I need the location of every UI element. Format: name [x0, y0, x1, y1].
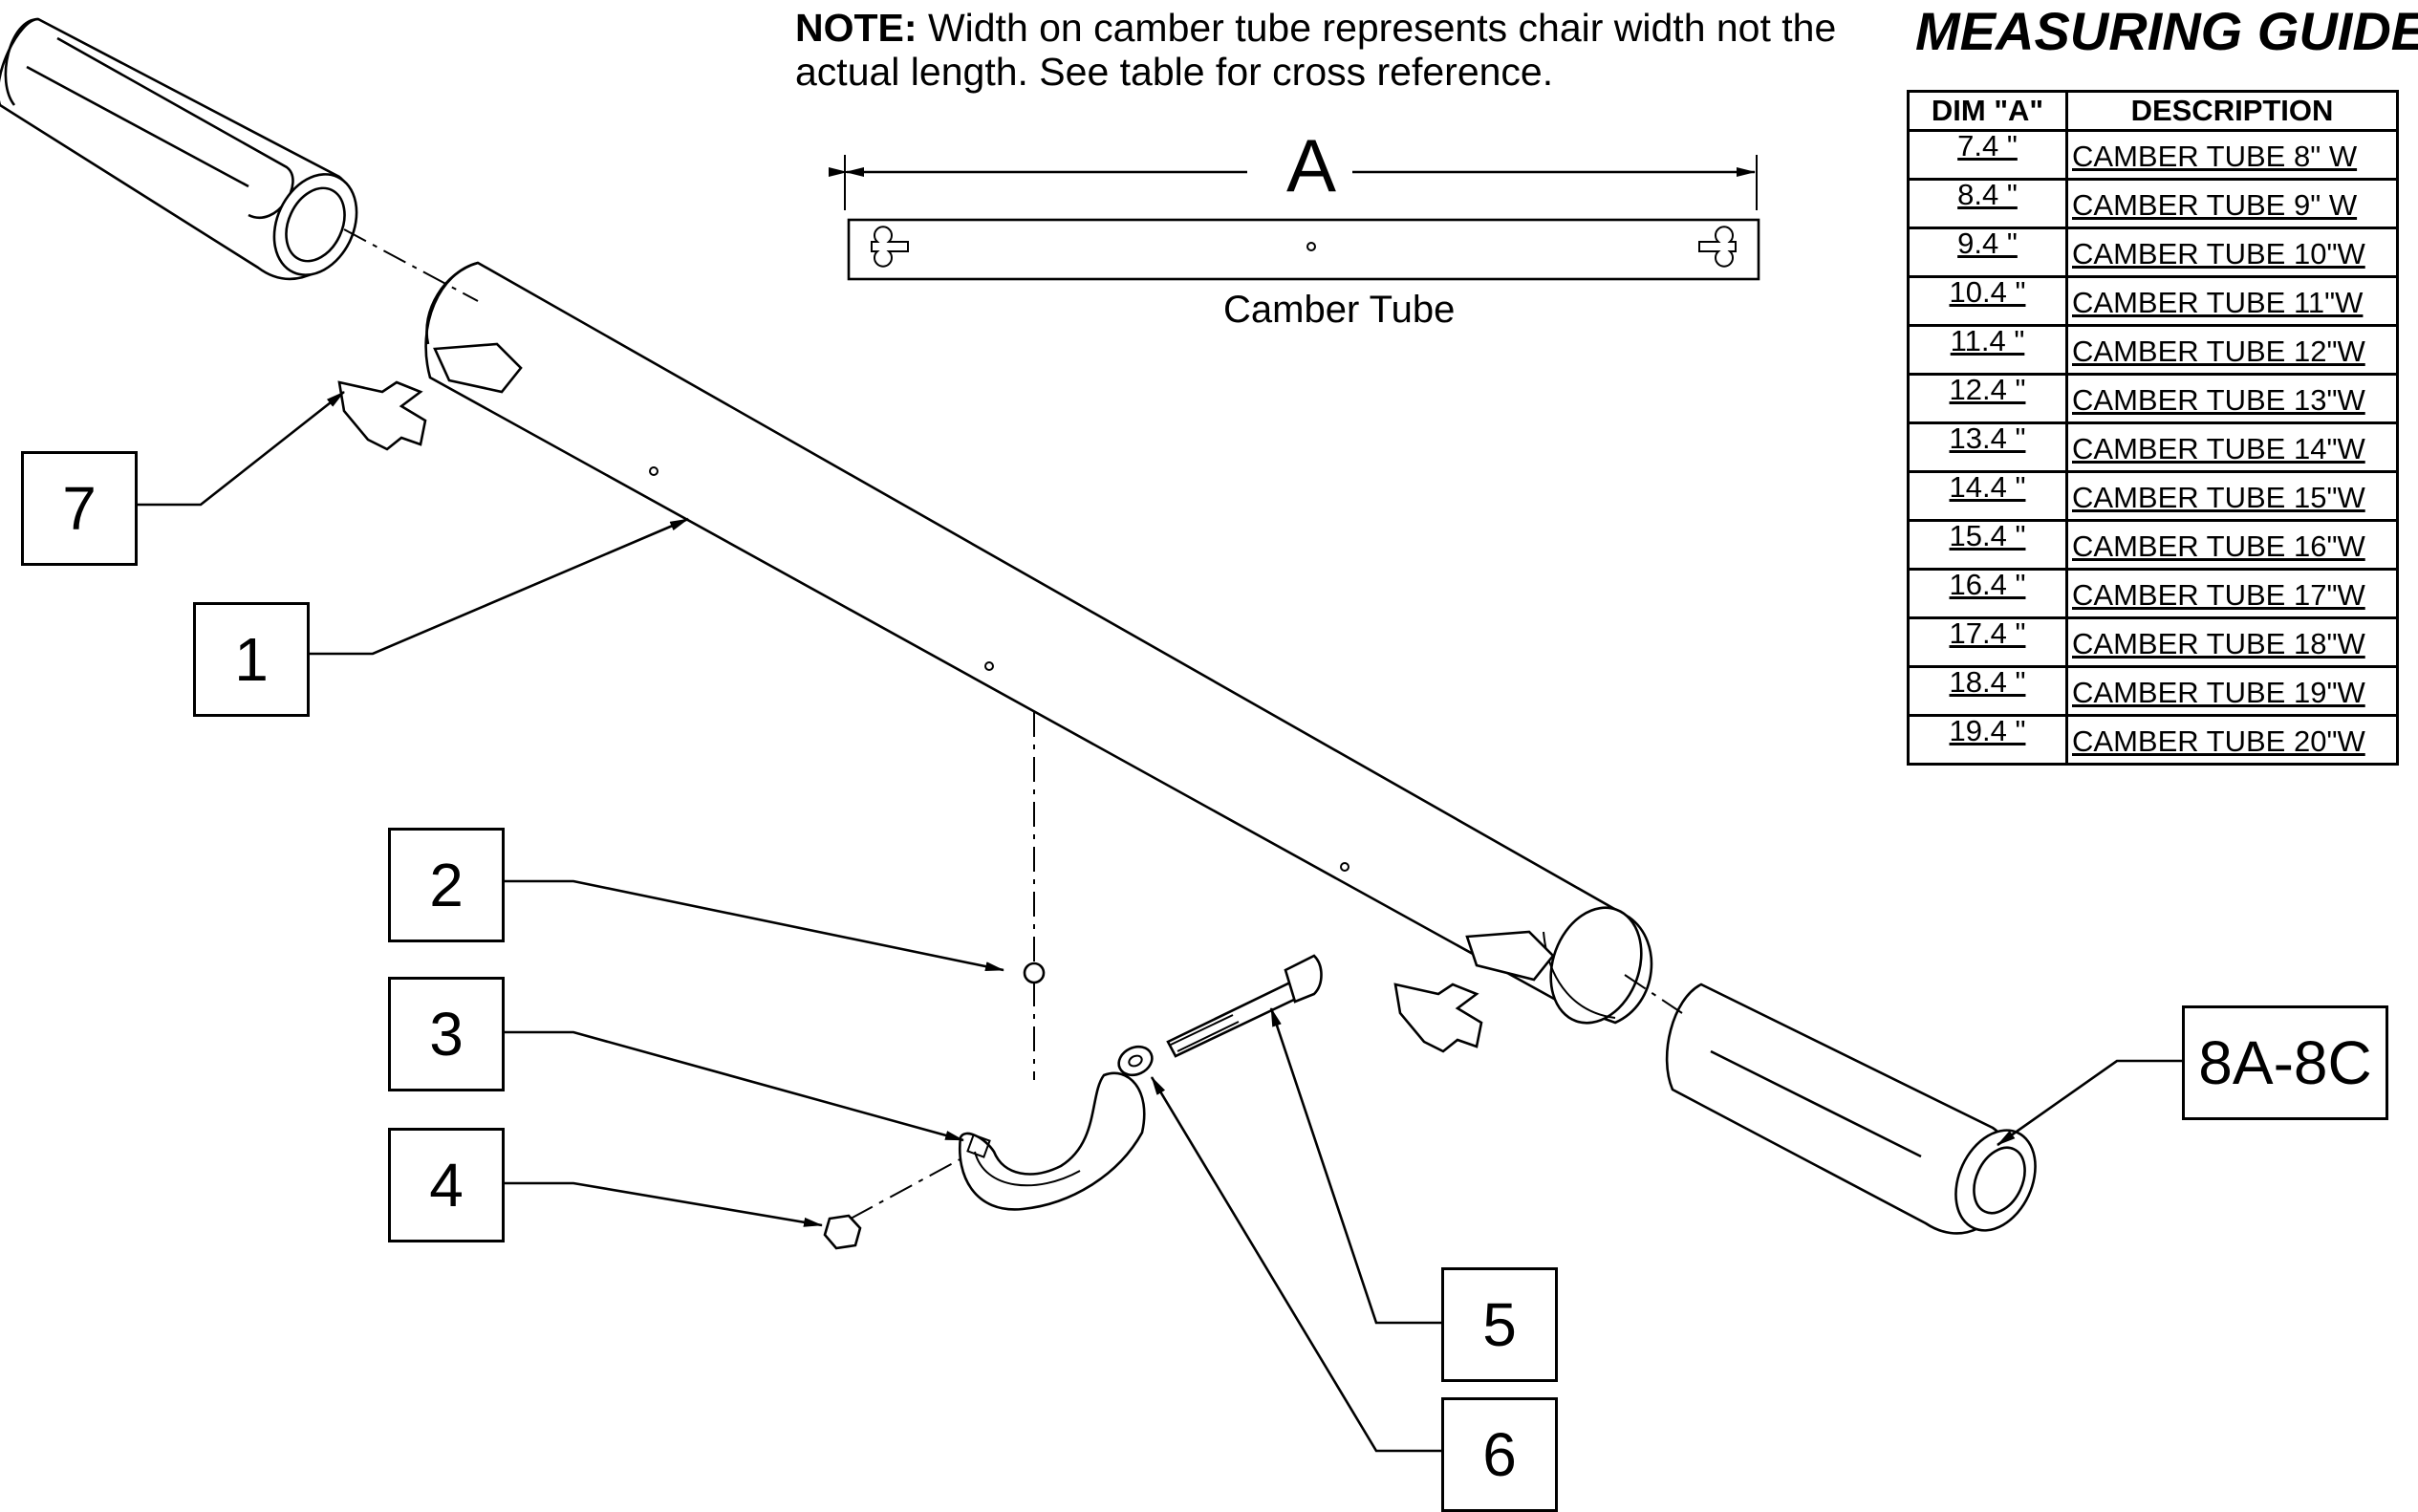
leader-lines: [134, 390, 2182, 1453]
table-row: 9.4 "CAMBER TUBE 10"W: [1907, 227, 2399, 278]
description-cell: CAMBER TUBE 19"W: [2065, 665, 2399, 717]
dim-cell: 12.4 ": [1907, 373, 2068, 424]
main-camber-tube: [424, 261, 1653, 1025]
measuring-guide-table: DIM "A" DESCRIPTION 7.4 "CAMBER TUBE 8" …: [1907, 90, 2399, 766]
callout-3: 3: [388, 977, 505, 1091]
note-text: NOTE: Width on camber tube represents ch…: [795, 6, 1866, 94]
washer-part-6: [1117, 1045, 1154, 1077]
description-cell: CAMBER TUBE 16"W: [2065, 519, 2399, 571]
description-cell: CAMBER TUBE 14"W: [2065, 421, 2399, 473]
table-row: 18.4 "CAMBER TUBE 19"W: [1907, 665, 2399, 717]
dim-cell: 8.4 ": [1907, 178, 2068, 229]
callout-5: 5: [1441, 1267, 1558, 1382]
dim-cell: 17.4 ": [1907, 616, 2068, 668]
clip-part-lower: [1393, 983, 1483, 1053]
keyhole-slot-right: [1698, 226, 1737, 268]
camber-tube-flat-view: [847, 218, 1760, 281]
description-cell: CAMBER TUBE 18"W: [2065, 616, 2399, 668]
table-row: 15.4 "CAMBER TUBE 16"W: [1907, 519, 2399, 571]
dim-cell: 7.4 ": [1907, 129, 2068, 181]
description-cell: CAMBER TUBE 13"W: [2065, 373, 2399, 424]
dimension-a-diagram: [829, 155, 1760, 281]
dim-cell: 18.4 ": [1907, 665, 2068, 717]
dim-cell: 14.4 ": [1907, 470, 2068, 522]
description-cell: CAMBER TUBE 12"W: [2065, 324, 2399, 376]
callout-2: 2: [388, 828, 505, 942]
camber-tube-caption: Camber Tube: [1223, 289, 1456, 331]
table-row: 19.4 "CAMBER TUBE 20"W: [1907, 714, 2399, 766]
table-row: 12.4 "CAMBER TUBE 13"W: [1907, 373, 2399, 424]
callout-7: 7: [21, 451, 138, 566]
description-cell: CAMBER TUBE 10"W: [2065, 227, 2399, 278]
bolt-part-5: [1166, 954, 1323, 1058]
description-cell: CAMBER TUBE 9" W: [2065, 178, 2399, 229]
measuring-guide-title: MEASURING GUIDE: [1915, 1, 2418, 61]
table-row: 10.4 "CAMBER TUBE 11"W: [1907, 275, 2399, 327]
top-left-insert: [0, 17, 358, 281]
dim-cell: 10.4 ": [1907, 275, 2068, 327]
table-row: 17.4 "CAMBER TUBE 18"W: [1907, 616, 2399, 668]
dim-cell: 11.4 ": [1907, 324, 2068, 376]
table-row: 11.4 "CAMBER TUBE 12"W: [1907, 324, 2399, 376]
description-cell: CAMBER TUBE 11"W: [2065, 275, 2399, 327]
insert-part-8: [1665, 983, 2037, 1235]
note-body: Width on camber tube represents chair wi…: [795, 6, 1837, 94]
description-cell: CAMBER TUBE 17"W: [2065, 568, 2399, 619]
table-row: 13.4 "CAMBER TUBE 14"W: [1907, 421, 2399, 473]
header-dim-a: DIM "A": [1907, 90, 2068, 132]
table-row: 16.4 "CAMBER TUBE 17"W: [1907, 568, 2399, 619]
ball-part-2: [1023, 961, 1046, 984]
dimension-a-label: A: [1286, 123, 1337, 207]
dim-cell: 15.4 ": [1907, 519, 2068, 571]
table-row: 8.4 "CAMBER TUBE 9" W: [1907, 178, 2399, 229]
callout-1: 1: [193, 602, 310, 717]
keyhole-slot-left: [871, 226, 909, 268]
description-cell: CAMBER TUBE 8" W: [2065, 129, 2399, 181]
description-cell: CAMBER TUBE 20"W: [2065, 714, 2399, 766]
note-prefix: NOTE:: [795, 6, 918, 50]
nut-part-4: [823, 1214, 862, 1250]
header-description: DESCRIPTION: [2065, 90, 2399, 132]
clamp-part-3: [958, 1071, 1146, 1211]
callout-4: 4: [388, 1128, 505, 1242]
table-row: 7.4 "CAMBER TUBE 8" W: [1907, 129, 2399, 181]
dim-cell: 13.4 ": [1907, 421, 2068, 473]
dim-cell: 16.4 ": [1907, 568, 2068, 619]
callout-6: 6: [1441, 1397, 1558, 1512]
dim-cell: 19.4 ": [1907, 714, 2068, 766]
callout-8a-8c: 8A-8C: [2182, 1005, 2388, 1120]
table-row: 14.4 "CAMBER TUBE 15"W: [1907, 470, 2399, 522]
dim-cell: 9.4 ": [1907, 227, 2068, 278]
description-cell: CAMBER TUBE 15"W: [2065, 470, 2399, 522]
clip-part-7: [337, 380, 427, 451]
